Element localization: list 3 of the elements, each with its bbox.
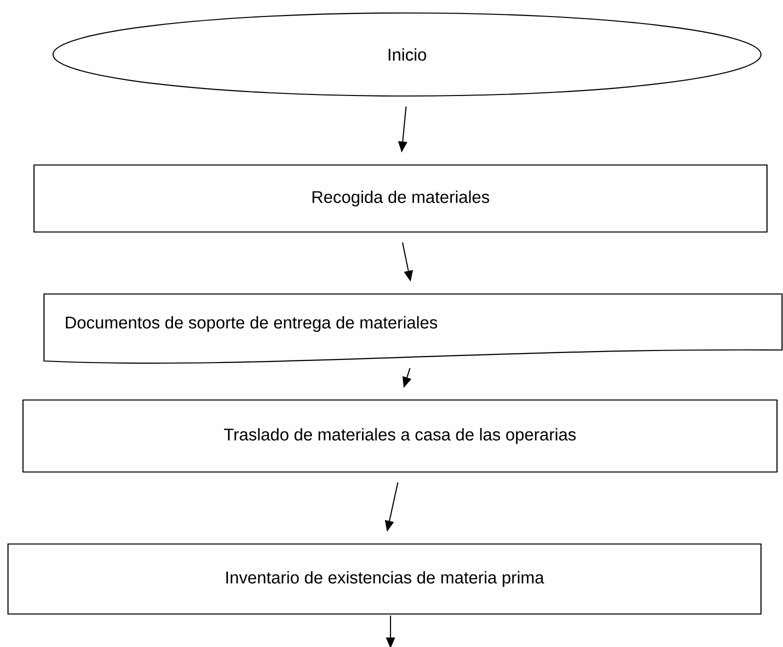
process-box: Inventario de existencias de materia prima [7, 543, 762, 615]
process-box: Traslado de materiales a casa de las operarias [22, 399, 778, 473]
process-box: Recogida de materiales [33, 164, 768, 233]
